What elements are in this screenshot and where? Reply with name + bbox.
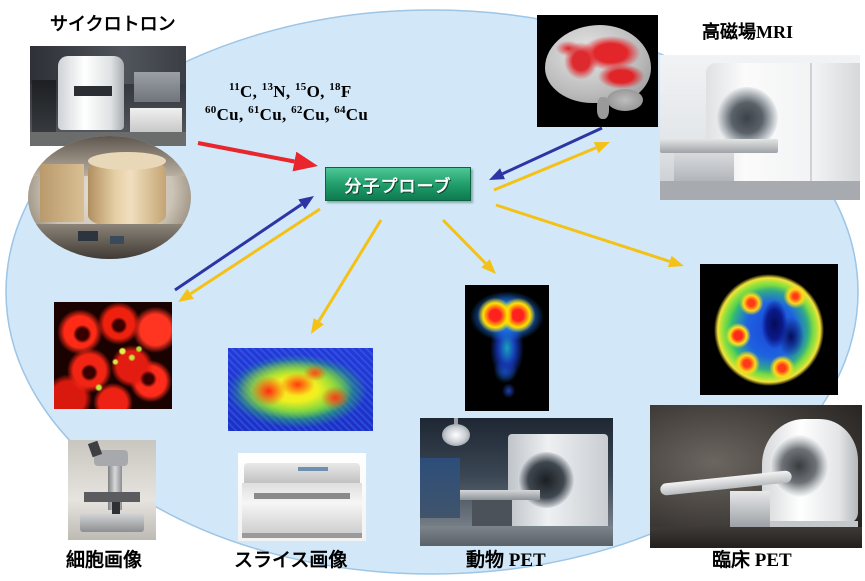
mri-bore bbox=[716, 87, 778, 149]
mass-number: 18 bbox=[329, 81, 341, 93]
bed-base bbox=[730, 491, 770, 527]
arrow-probe-to-cell bbox=[178, 207, 321, 303]
clinical-pet-scanner-photo bbox=[650, 405, 862, 548]
animal-pet-image bbox=[465, 285, 549, 411]
mass-number: 60 bbox=[205, 104, 217, 116]
isotope-list-copper: 60Cu, 61Cu, 62Cu, 64Cu bbox=[205, 105, 368, 124]
mass-number: 64 bbox=[334, 104, 346, 116]
element-symbol: Cu bbox=[216, 105, 239, 124]
isotope: 61Cu bbox=[248, 105, 282, 124]
animal-bed bbox=[460, 490, 540, 500]
floor bbox=[660, 181, 860, 200]
separator: , bbox=[252, 82, 262, 101]
lamp-arm bbox=[454, 418, 458, 428]
molecular-probe-box: 分子プローブ bbox=[325, 167, 471, 201]
isotope: 13N bbox=[262, 82, 286, 101]
control-equipment bbox=[134, 72, 180, 102]
mri-label: 高磁場MRI bbox=[702, 22, 793, 42]
plate-slot bbox=[254, 493, 350, 499]
arrow-probe-to-mri bbox=[493, 141, 610, 192]
arrow-cyclotron-to-probe bbox=[197, 141, 318, 172]
separator: , bbox=[320, 82, 330, 101]
mass-number: 11 bbox=[229, 81, 240, 93]
separator: , bbox=[325, 105, 335, 124]
microscope-photo bbox=[68, 440, 156, 540]
clinical-pet-label: 臨床 PET bbox=[712, 550, 792, 571]
arrow-probe-to-animal-pet bbox=[441, 218, 497, 275]
isotope: 11C bbox=[229, 82, 253, 101]
floor bbox=[28, 224, 191, 259]
element-symbol: Cu bbox=[302, 105, 326, 124]
isotope: 64Cu bbox=[334, 105, 368, 124]
isotope: 18F bbox=[329, 82, 351, 101]
brainstem bbox=[597, 97, 609, 119]
mass-number: 13 bbox=[261, 81, 274, 93]
cell-imaging-label: 細胞画像 bbox=[66, 550, 143, 571]
mass-number: 62 bbox=[291, 104, 303, 116]
surgical-lamp bbox=[442, 424, 470, 446]
floor bbox=[420, 526, 613, 546]
element-symbol: Cu bbox=[345, 105, 369, 124]
mass-number: 15 bbox=[294, 81, 307, 93]
bed-base bbox=[472, 500, 512, 526]
equipment-rack bbox=[32, 80, 56, 140]
arrow-cell-to-probe bbox=[174, 195, 315, 292]
floor-equipment bbox=[78, 231, 98, 241]
slice-imaging-label: スライス画像 bbox=[234, 550, 348, 571]
scanner-label-strip bbox=[298, 467, 328, 471]
floor-equipment bbox=[110, 236, 124, 244]
housing-seam bbox=[810, 63, 812, 185]
brain-mri-image bbox=[537, 15, 658, 127]
scanner-body bbox=[242, 483, 362, 533]
wall-reflection bbox=[420, 458, 460, 518]
patient-table bbox=[660, 139, 778, 153]
element-symbol: Cu bbox=[259, 105, 283, 124]
cell-fluorescence-image bbox=[54, 302, 172, 409]
cyclotron-top bbox=[88, 152, 166, 170]
brain-uptake-map bbox=[714, 274, 824, 386]
separator: , bbox=[282, 105, 292, 124]
arrow-probe-to-slice bbox=[310, 219, 383, 334]
microscope-base bbox=[80, 514, 144, 532]
gantry-base bbox=[768, 521, 858, 531]
molecular-probe-label: 分子プローブ bbox=[344, 176, 452, 197]
background-ellipse bbox=[5, 9, 859, 575]
isotope: 62Cu bbox=[291, 105, 325, 124]
isotope: 15O bbox=[295, 82, 320, 101]
cyclotron-label: サイクロトロン bbox=[50, 14, 176, 34]
scanner-lid bbox=[244, 463, 360, 485]
brain-slice-image bbox=[228, 348, 373, 431]
white-panel bbox=[130, 108, 182, 132]
cyclotron-facility-photo bbox=[28, 136, 191, 259]
element-symbol: O bbox=[306, 82, 321, 101]
clinical-pet-brain-image bbox=[700, 264, 838, 395]
microscope-stage bbox=[84, 492, 140, 502]
objective-lens bbox=[112, 502, 120, 514]
element-symbol: F bbox=[340, 82, 352, 101]
mass-number: 61 bbox=[248, 104, 260, 116]
animal-pet-label: 動物 PET bbox=[466, 550, 546, 571]
cerebellum bbox=[607, 89, 643, 111]
element-symbol: N bbox=[273, 82, 286, 101]
animal-pet-scanner-photo bbox=[420, 418, 613, 546]
pet-bore bbox=[770, 435, 828, 497]
separator: , bbox=[285, 82, 295, 101]
table-base bbox=[674, 153, 734, 181]
microscope-head bbox=[94, 450, 128, 466]
mri-scanner-photo bbox=[660, 55, 860, 200]
arrow-probe-to-clinical-pet bbox=[495, 203, 684, 268]
shield-boxes bbox=[40, 164, 84, 222]
arrow-mri-to-probe bbox=[488, 126, 603, 180]
isotope: 60Cu bbox=[205, 105, 239, 124]
slice-scanner-photo bbox=[238, 453, 366, 541]
separator: , bbox=[238, 105, 249, 124]
scanner-foot bbox=[242, 533, 362, 538]
machine-band bbox=[74, 86, 112, 96]
floor bbox=[650, 527, 862, 548]
element-symbol: C bbox=[240, 82, 253, 101]
isotope-list-light: 11C, 13N, 15O, 18F bbox=[229, 82, 352, 101]
